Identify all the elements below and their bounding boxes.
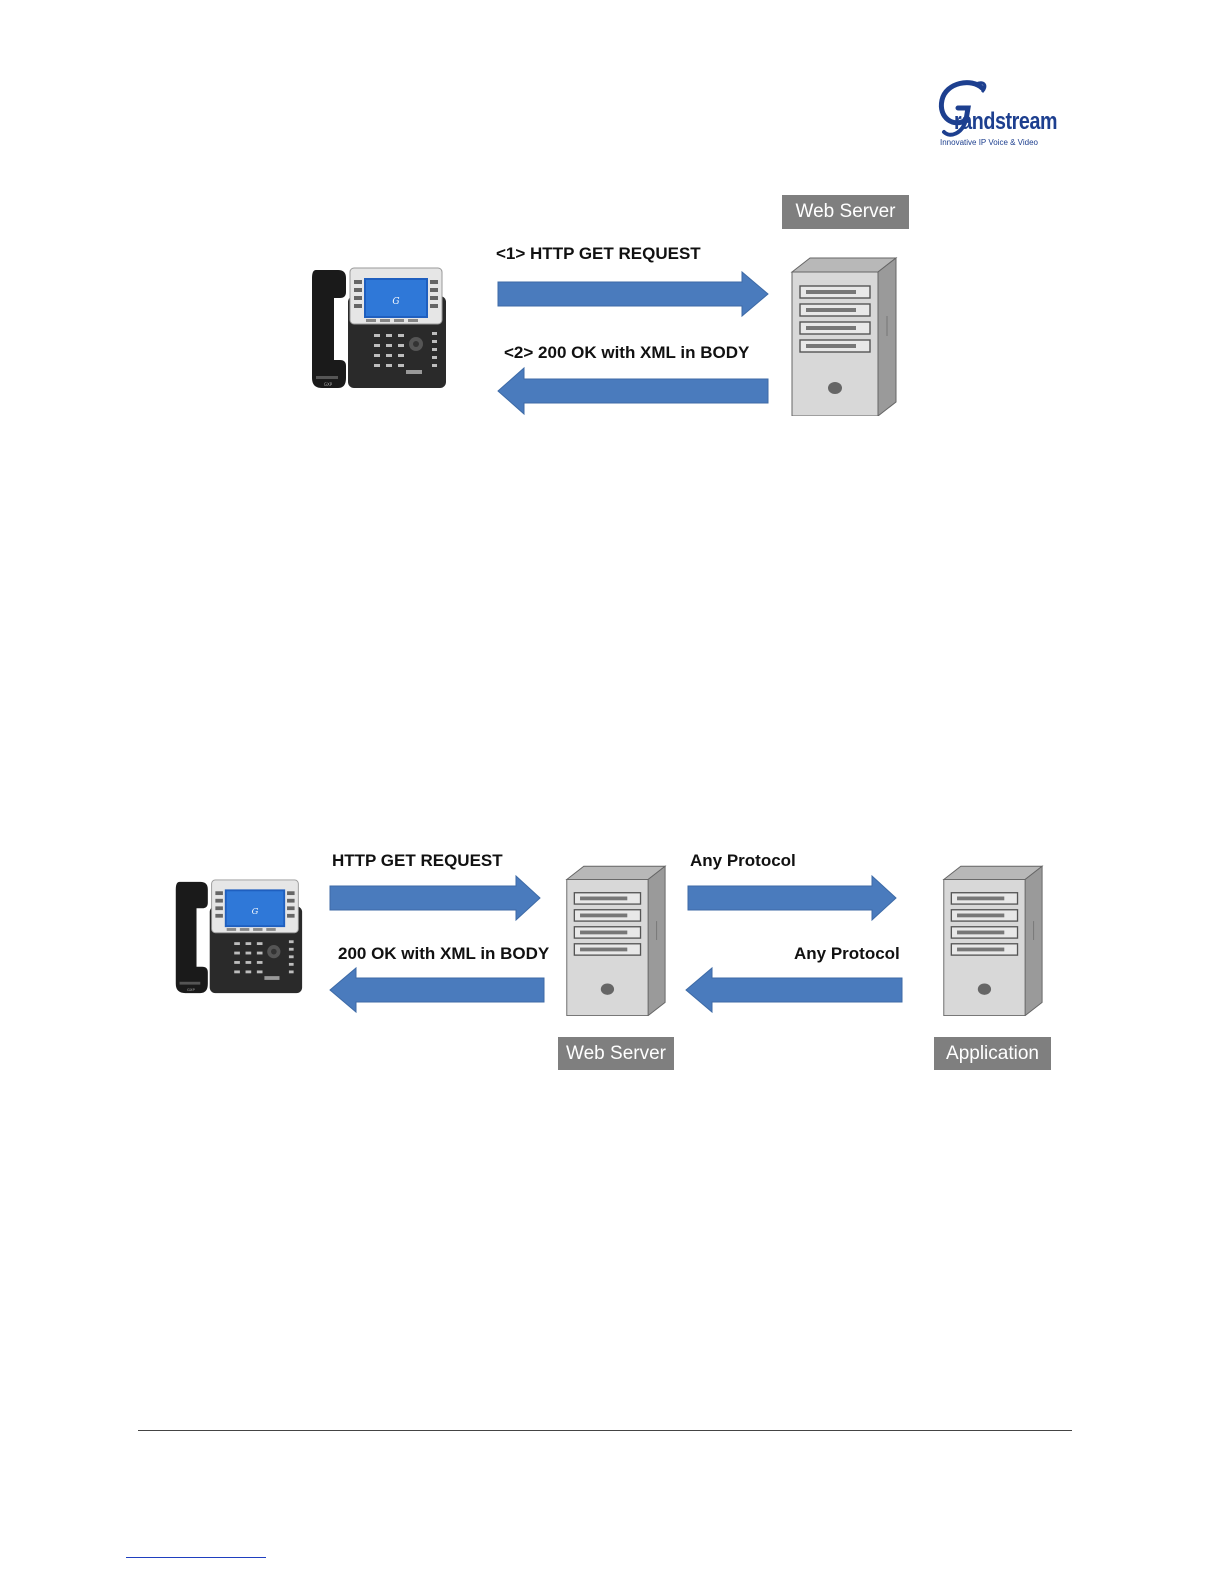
diagram2-application-tag: Application — [934, 1037, 1051, 1070]
ip-phone-icon — [172, 878, 304, 996]
logo-wordmark: randstream — [954, 108, 1057, 136]
diagram2-protocol-in-label: Any Protocol — [794, 944, 900, 964]
diagram1-response-arrow — [496, 366, 772, 416]
diagram1-request-arrow — [496, 270, 772, 318]
footer-link-underline — [126, 1557, 266, 1558]
ip-phone-icon — [308, 266, 448, 391]
diagram2-protocol-in-arrow — [684, 966, 906, 1014]
diagram1-web-server-tag: Web Server — [782, 195, 909, 229]
diagram2-request-label: HTTP GET REQUEST — [332, 851, 503, 871]
server-tower-icon — [563, 864, 667, 1016]
diagram1-request-label: <1> HTTP GET REQUEST — [496, 244, 701, 264]
diagram2-protocol-out-arrow — [686, 874, 900, 922]
server-tower-icon — [940, 864, 1044, 1016]
diagram2-request-arrow — [328, 874, 544, 922]
grandstream-logo: randstream Innovative IP Voice & Video — [936, 78, 1066, 150]
diagram2-response-arrow — [328, 966, 548, 1014]
server-tower-icon — [788, 256, 898, 416]
logo-tagline: Innovative IP Voice & Video — [940, 138, 1038, 147]
diagram1-response-label: <2> 200 OK with XML in BODY — [504, 343, 749, 363]
footer-divider — [138, 1430, 1072, 1431]
diagram2-web-server-tag: Web Server — [558, 1037, 674, 1070]
diagram2-response-label: 200 OK with XML in BODY — [338, 944, 549, 964]
diagram2-protocol-out-label: Any Protocol — [690, 851, 796, 871]
